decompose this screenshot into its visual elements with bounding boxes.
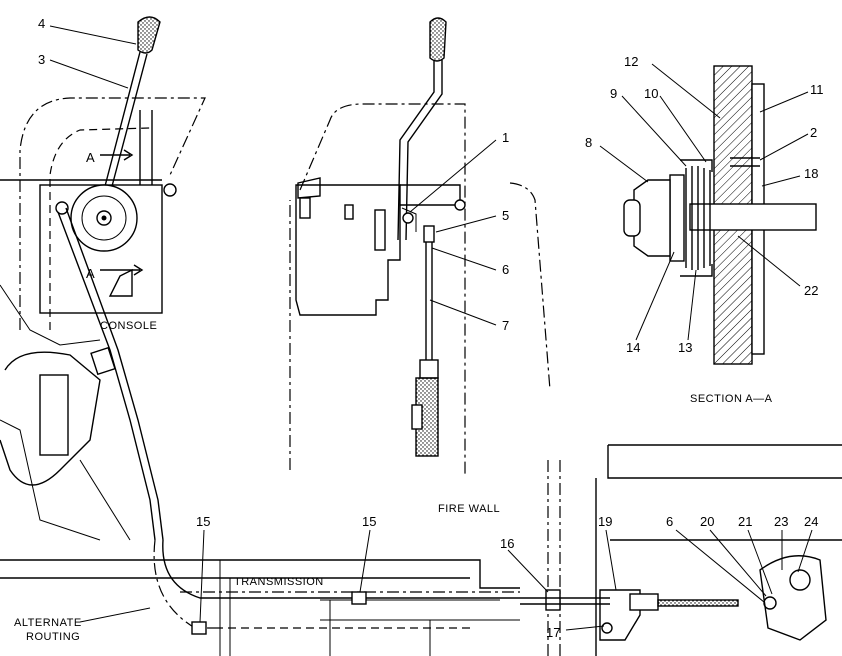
pivot-disc-inner [81,195,127,241]
section-a-a-view: SECTION A—A [623,65,817,405]
control-cable-left-b [65,207,164,541]
lever-knob [137,16,161,54]
mid-link [401,207,417,232]
section-nut [633,179,671,257]
callout-10: 10 [644,86,658,101]
alternate-routing-label-1: ALTERNATE [14,617,82,629]
callout-5: 5 [502,208,509,223]
lower-bracket [0,351,101,486]
callout-14: 14 [626,340,640,355]
callout-6a: 6 [502,262,509,277]
firewall-grommet [545,589,561,611]
callout-2: 2 [810,125,817,140]
bracket-bolt [601,622,613,634]
frame-post [219,560,231,656]
right-frame-top [607,444,842,479]
control-cable-left [57,211,156,541]
mount-block [39,374,69,456]
floor-line [0,559,520,589]
left-console-view: A A CONSOLE [0,16,206,541]
frame-left-2 [0,419,101,541]
callout-20: 20 [700,514,714,529]
mount-bracket-17 [599,589,641,641]
callout-9: 9 [610,86,617,101]
callout-13: 13 [678,340,692,355]
section-washer [669,174,685,262]
section-arrow-top [100,149,134,161]
cable-end-rod [657,599,739,607]
section-mark-top: A [86,150,95,165]
callout-12: 12 [624,54,638,69]
callout-19: 19 [598,514,612,529]
callout-16: 16 [500,536,514,551]
mid-plate-hinge [299,197,311,219]
transmission-body [320,599,520,656]
cable-end-fitting [629,593,659,611]
callout-23: 23 [774,514,788,529]
callout-21: 21 [738,514,752,529]
middle-lever-view [289,17,551,475]
mid-mount-plate [295,184,401,316]
lever-hub [789,569,811,591]
mid-lever-rod [397,60,443,241]
mid-plate-post [374,209,386,251]
callout-18: 18 [804,166,818,181]
callouts: 4 3 1 5 6 7 8 9 10 12 11 2 18 22 14 13 1… [14,16,824,643]
section-cup [680,159,713,277]
callout-22: 22 [804,283,818,298]
section-label: SECTION A—A [690,393,773,405]
section-screw [730,157,760,167]
cable-clevis-pin [55,201,69,215]
console-posts [139,110,153,185]
callout-4: 4 [38,16,45,31]
frame-left-3 [79,459,131,541]
callout-11: 11 [810,82,824,97]
alternate-routing-label-2: ROUTING [26,631,80,643]
clamp-15-left [191,621,207,635]
cable-anchor [90,346,116,376]
right-frame-side [595,478,842,656]
mid-console-outline [299,103,466,475]
console-outline [19,97,206,330]
mid-lever-knob [429,17,447,62]
callout-15-left: 15 [196,514,210,529]
section-shaft [689,203,817,231]
section-bolt-end [623,199,641,237]
mid-console-right [509,182,551,391]
mid-pivot-nut [402,212,414,224]
callout-1: 1 [502,130,509,145]
mid-clevis [423,225,435,243]
fire-wall [547,460,561,656]
fire-wall-label: FIRE WALL [438,503,500,515]
mid-bolt [454,199,466,211]
frame-left-1 [0,284,101,346]
console-bracket [108,268,133,297]
clamp-15-right [351,591,367,605]
callout-17: 17 [546,625,560,640]
console-label: CONSOLE [100,320,157,332]
lever-rod [103,51,148,191]
callout-8: 8 [585,135,592,150]
mid-cable [425,242,433,360]
main-routing-cable [162,539,520,599]
console-inner-outline [49,127,151,330]
callout-24: 24 [804,514,818,529]
mid-cable-clip [411,404,423,430]
section-arrow-bottom [100,264,144,276]
callout-6b: 6 [666,514,673,529]
console-bolt [163,183,177,197]
callout-7: 7 [502,318,509,333]
callout-15-right: 15 [362,514,376,529]
transmission-label: TRANSMISSION [234,576,324,588]
lower-routing-view: TRANSMISSION FIRE WALL [0,444,842,656]
section-spring-washers [685,166,711,270]
mid-plate-ear [400,184,461,206]
mid-plate-hinge-b [297,177,321,199]
cable-through-wall [520,597,610,605]
mid-plate-slot [344,204,354,220]
callout-3: 3 [38,52,45,67]
mid-cable-nut [419,359,439,379]
